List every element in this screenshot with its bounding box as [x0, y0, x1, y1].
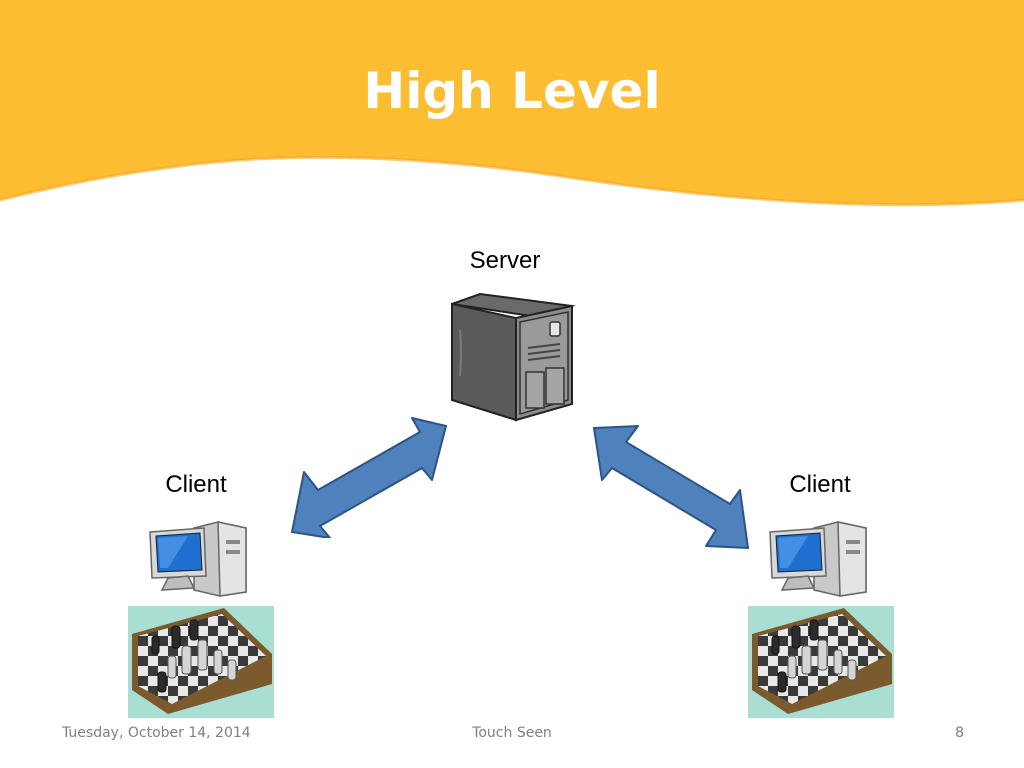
title-banner: [0, 0, 1024, 207]
footer-title: Touch Seen: [472, 725, 552, 741]
client-right-label: Client: [789, 471, 851, 498]
desktop-computer-icon: [149, 521, 247, 597]
footer-date: Tuesday, October 14, 2014: [62, 725, 251, 741]
server-client-left-arrow: [291, 417, 447, 538]
server-tower-icon: [451, 292, 576, 422]
chessboard-image: [748, 606, 894, 718]
desktop-computer-icon: [769, 521, 867, 597]
server-label: Server: [469, 247, 541, 274]
server-client-right-arrow: [593, 425, 749, 549]
chessboard-image: [128, 606, 274, 718]
client-left-label: Client: [165, 471, 227, 498]
slide-title: High Level: [363, 62, 661, 120]
slide-number: 8: [955, 725, 964, 741]
